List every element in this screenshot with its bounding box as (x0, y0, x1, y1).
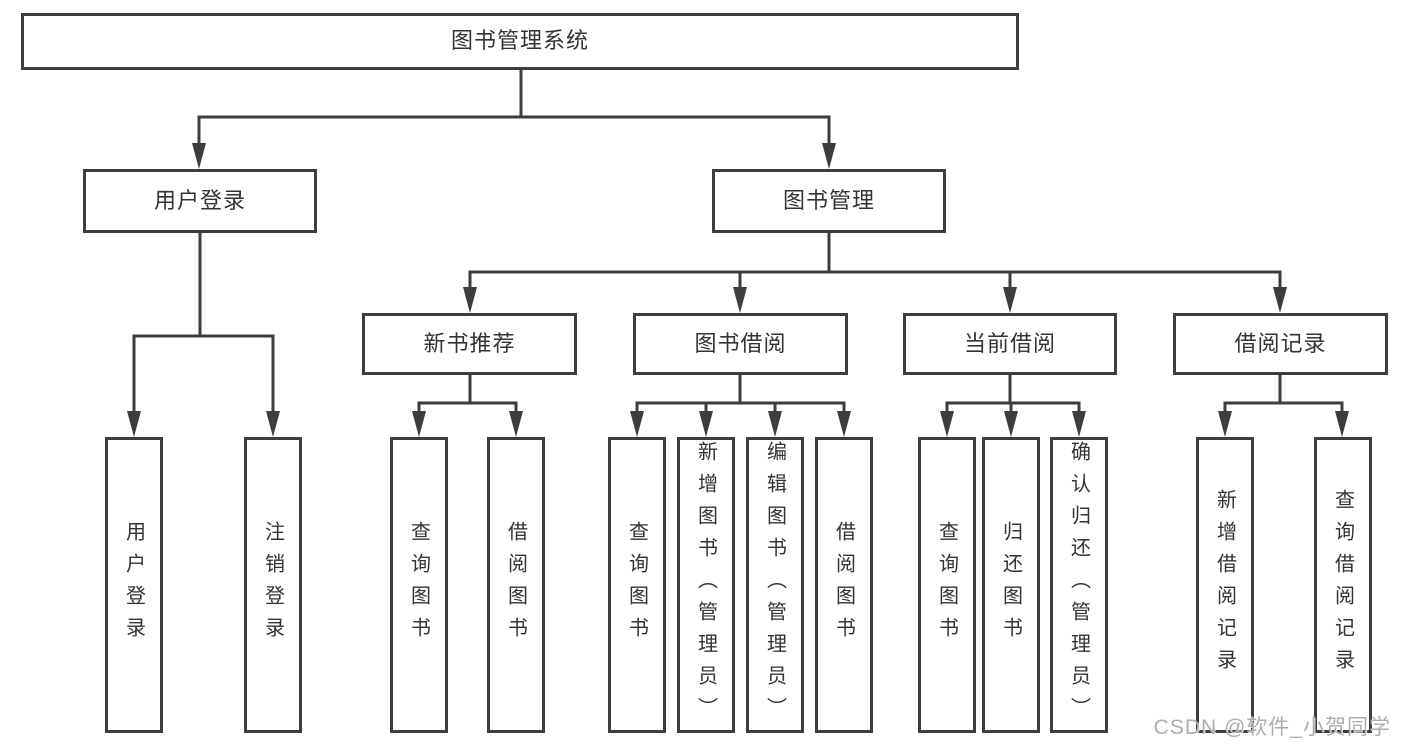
node-add-borrow-record: 新增借阅记录 (1196, 437, 1254, 733)
node-confirm-return-admin-label: 确认归还（管理员） (1067, 441, 1090, 729)
node-query-borrow-record: 查询借阅记录 (1314, 437, 1372, 733)
node-query-borrow-record-label: 查询借阅记录 (1331, 489, 1354, 681)
node-library-system-label: 图书管理系统 (450, 28, 589, 54)
connector-current-to-leaves (940, 375, 1086, 437)
node-add-borrow-record-label: 新增借阅记录 (1213, 489, 1236, 681)
connector-login-to-leaves (127, 233, 280, 437)
node-logout-label: 注销登录 (261, 521, 284, 649)
node-query-books-borrowing: 查询图书 (608, 437, 666, 733)
node-confirm-return-admin: 确认归还（管理员） (1050, 437, 1108, 733)
node-borrowing-records-label: 借阅记录 (1234, 330, 1327, 356)
node-book-borrowing: 图书借阅 (633, 313, 848, 375)
node-borrow-books-recommend-label: 借阅图书 (504, 521, 527, 649)
node-return-books: 归还图书 (982, 437, 1040, 733)
node-borrow-books-label: 借阅图书 (832, 521, 855, 649)
node-current-borrowing-label: 当前借阅 (963, 330, 1056, 356)
node-query-books-current: 查询图书 (918, 437, 976, 733)
node-new-book-recommendation-label: 新书推荐 (423, 330, 516, 356)
node-user-login-leaf-label: 用户登录 (122, 521, 145, 649)
node-new-book-recommendation: 新书推荐 (362, 313, 577, 375)
node-query-books-borrowing-label: 查询图书 (625, 521, 648, 649)
node-query-books-recommend: 查询图书 (390, 437, 448, 733)
connector-root-to-level2 (192, 69, 836, 169)
node-borrow-books: 借阅图书 (815, 437, 873, 733)
node-edit-books-admin: 编辑图书（管理员） (746, 437, 804, 733)
node-book-management: 图书管理 (712, 169, 946, 233)
node-user-login: 用户登录 (83, 169, 317, 233)
connector-mgmt-to-level3 (463, 233, 1287, 313)
node-book-borrowing-label: 图书借阅 (694, 330, 787, 356)
node-query-books-current-label: 查询图书 (935, 521, 958, 649)
node-query-books-recommend-label: 查询图书 (407, 521, 430, 649)
connector-records-to-leaves (1218, 375, 1349, 437)
node-return-books-label: 归还图书 (999, 521, 1022, 649)
node-logout: 注销登录 (244, 437, 302, 733)
node-add-books-admin-label: 新增图书（管理员） (694, 441, 717, 729)
node-edit-books-admin-label: 编辑图书（管理员） (763, 441, 786, 729)
connector-borrowing-to-leaves (630, 375, 851, 437)
node-borrow-books-recommend: 借阅图书 (487, 437, 545, 733)
connector-recommend-to-leaves (412, 375, 523, 437)
node-book-management-label: 图书管理 (782, 187, 875, 213)
node-library-system: 图书管理系统 (21, 13, 1019, 70)
node-current-borrowing: 当前借阅 (903, 313, 1117, 375)
node-user-login-label: 用户登录 (153, 187, 246, 213)
node-borrowing-records: 借阅记录 (1173, 313, 1388, 375)
node-add-books-admin: 新增图书（管理员） (677, 437, 735, 733)
node-user-login-leaf: 用户登录 (105, 437, 163, 733)
